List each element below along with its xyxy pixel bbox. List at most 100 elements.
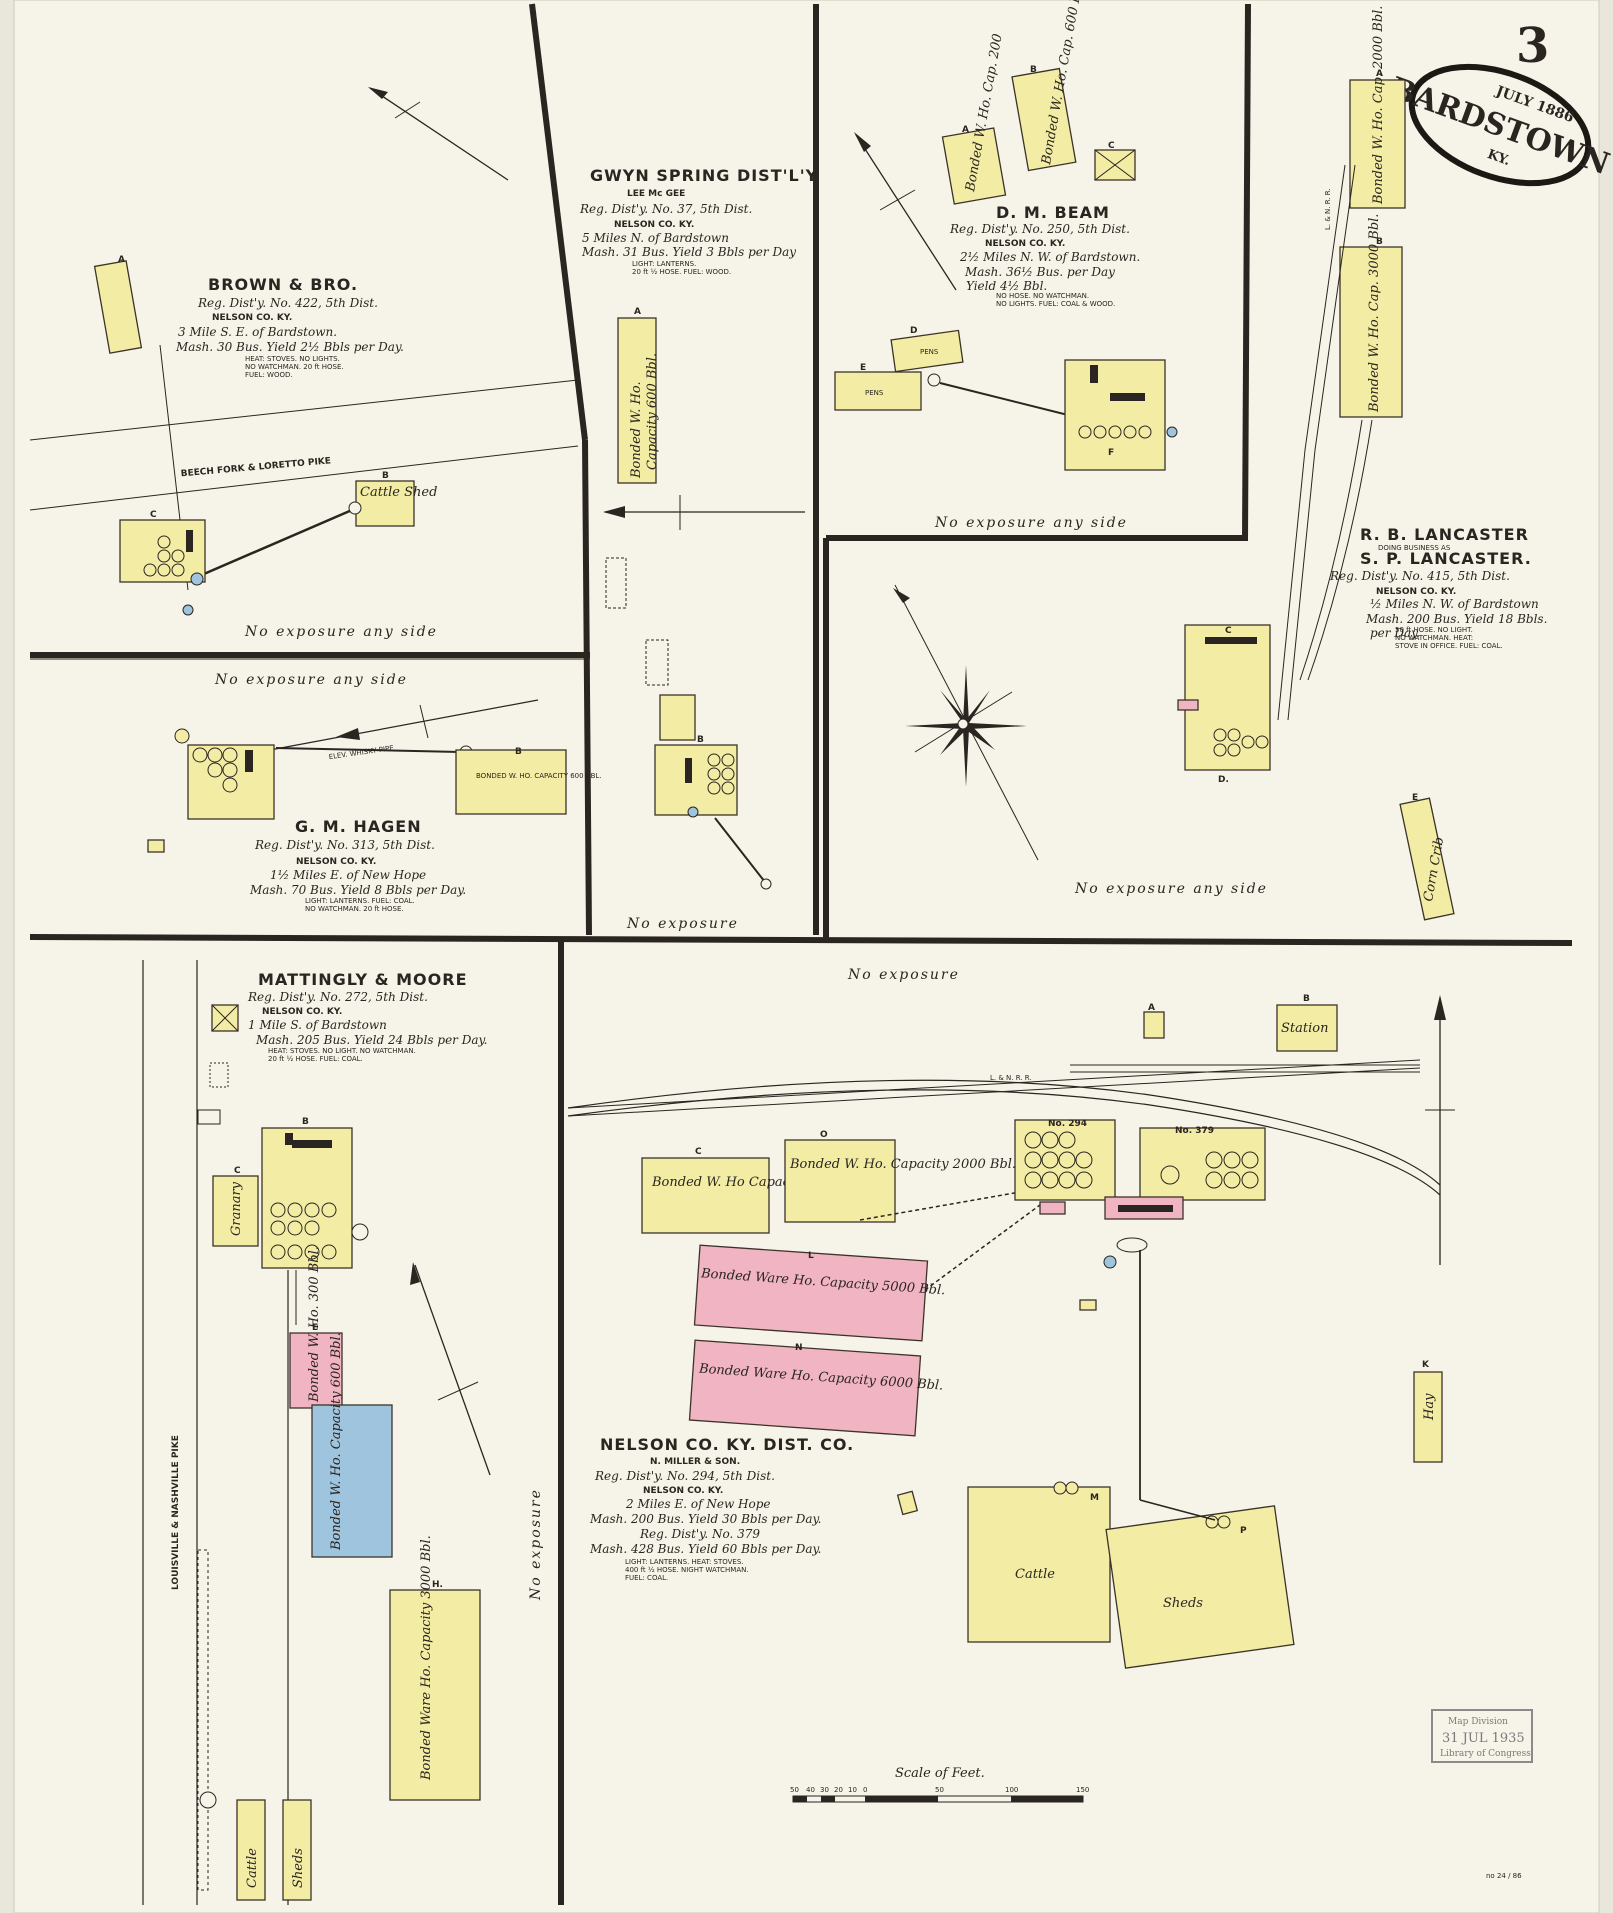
hay-k (1413, 1371, 1443, 1463)
gwyn-line-1: Reg. Dist'y. No. 37, 5th Dist. (579, 202, 752, 216)
svg-text:C: C (234, 1166, 241, 1176)
beam-note-1: NO HOSE. NO WATCHMAN. (996, 292, 1089, 300)
mattingly-warehouse-pink (289, 1332, 343, 1409)
beam-note-2: NO LIGHTS. FUEL: COAL & WOOD. (996, 300, 1115, 308)
svg-text:PENS: PENS (920, 348, 939, 356)
brown-line-2: NELSON CO. KY. (212, 313, 292, 323)
nelson-cattle (967, 1486, 1111, 1643)
paper-background (13, 0, 1600, 1913)
nelson-exposure: No exposure (847, 967, 960, 983)
gwyn-line-2: NELSON CO. KY. (614, 220, 694, 230)
svg-text:Bonded W. Ho. 300 Bbl.: Bonded W. Ho. 300 Bbl. (307, 1246, 322, 1403)
beam-line-1: Reg. Dist'y. No. 250, 5th Dist. (949, 222, 1130, 236)
nelson-railroad: L. & N. R. R. (990, 1074, 1032, 1082)
svg-text:10: 10 (848, 1786, 857, 1794)
north-arrow-mattingly (410, 1262, 491, 1476)
mattingly-warehouse-h (389, 1589, 481, 1801)
svg-text:B: B (302, 1117, 309, 1127)
nelson-line-2: NELSON CO. KY. (643, 1486, 723, 1496)
gwyn-line-4: Mash. 31 Bus. Yield 3 Bbls per Day (581, 245, 796, 259)
brown-note-1: HEAT: STOVES. NO LIGHTS. (245, 355, 340, 363)
mattingly-line-3: 1 Mile S. of Bardstown (248, 1018, 387, 1032)
lancaster-exposure: No exposure any side (1074, 881, 1268, 897)
svg-text:K: K (1422, 1360, 1430, 1370)
svg-text:M: M (1090, 1493, 1099, 1503)
north-arrow (368, 87, 509, 181)
mattingly-note-1: HEAT: STOVES. NO LIGHT. NO WATCHMAN. (268, 1047, 416, 1055)
nelson-line-5: Reg. Dist'y. No. 379 (639, 1527, 760, 1541)
lumber-1 (605, 557, 627, 609)
lancaster-line-2: NELSON CO. KY. (1376, 587, 1456, 597)
lancaster-distillery (1184, 624, 1271, 771)
brown-note-2: NO WATCHMAN. 20 ft HOSE. (245, 363, 344, 371)
svg-text:Cattle: Cattle (245, 1848, 260, 1888)
mattingly-cattle (236, 1799, 266, 1901)
nelson-line-4: Mash. 200 Bus. Yield 30 Bbls per Day. (589, 1512, 822, 1526)
svg-text:C: C (695, 1147, 702, 1157)
gwyn-owner: LEE Mc GEE (627, 189, 685, 199)
mattingly-line-2: NELSON CO. KY. (262, 1007, 342, 1017)
svg-text:No. 294: No. 294 (1048, 1119, 1087, 1129)
panel-gwyn: GWYN SPRING DIST'L'Y LEE Mc GEE Reg. Dis… (579, 166, 817, 932)
station (1276, 1004, 1338, 1052)
svg-text:Bonded W. Ho. Cap. 2000 Bbl.: Bonded W. Ho. Cap. 2000 Bbl. (1371, 6, 1386, 205)
brown-line-3: 3 Mile S. E. of Bardstown. (178, 325, 337, 339)
wh-n (688, 1339, 922, 1437)
svg-text:A: A (1376, 69, 1383, 79)
svg-text:Cattle Shed: Cattle Shed (360, 485, 437, 500)
svg-text:30: 30 (820, 1786, 829, 1794)
panel-mattingly: LOUISVILLE & NASHVILLE PIKE MATTINGLY & … (142, 960, 544, 1905)
svg-text:B: B (515, 747, 522, 757)
svg-text:E: E (1412, 793, 1418, 803)
svg-text:40: 40 (806, 1786, 815, 1794)
svg-text:L: L (808, 1251, 814, 1261)
svg-text:Bonded W. Ho. Cap. 3000 Bbl.: Bonded W. Ho. Cap. 3000 Bbl. (1367, 214, 1382, 413)
compass-rose (893, 584, 1039, 861)
nelson-note-2: 400 ft ½ HOSE. NIGHT WATCHMAN. (625, 1566, 749, 1574)
lancaster-line-3: ½ Miles N. W. of Bardstown (1370, 597, 1539, 611)
lancaster-railroad: L. & N. R. R. (1324, 188, 1332, 230)
library-stamp: Map Division 31 JUL 1935 Library of Cong… (1431, 1709, 1533, 1763)
beam-line-3: 2½ Miles N. W. of Bardstown. (959, 250, 1140, 264)
nelson-line-3: 2 Miles E. of New Hope (625, 1497, 771, 1511)
svg-text:A: A (1148, 1003, 1155, 1013)
mattingly-sheds (282, 1799, 312, 1901)
brown-line-4: Mash. 30 Bus. Yield 2½ Bbls per Day. (175, 340, 404, 354)
lancaster-line-1: Reg. Dist'y. No. 415, 5th Dist. (1329, 569, 1510, 583)
vat-circles (143, 535, 185, 577)
corner-note: no 24 / 86 (1486, 1872, 1522, 1880)
well (182, 604, 194, 616)
beam-line-5: Yield 4½ Bbl. (966, 279, 1047, 293)
lancaster-line-5: per Day. (1370, 626, 1420, 640)
svg-text:20: 20 (834, 1786, 843, 1794)
beam-warehouse-a (941, 127, 1007, 205)
svg-text:PENS: PENS (865, 389, 884, 397)
nelson-note-1: LIGHT: LANTERNS. HEAT: STOVES. (625, 1558, 744, 1566)
gwyn-note-2: 20 ft ½ HOSE. FUEL: WOOD. (632, 268, 731, 276)
svg-text:H.: H. (432, 1580, 443, 1590)
brown-note-3: FUEL: WOOD. (245, 371, 293, 379)
svg-text:F: F (1108, 448, 1114, 458)
gwyn-note-1: LIGHT: LANTERNS. (632, 260, 696, 268)
west-arrow (603, 495, 805, 530)
hagen-note-2: NO WATCHMAN. 20 ft HOSE. (305, 905, 404, 913)
svg-text:Bonded W. Ho.: Bonded W. Ho. (629, 381, 644, 479)
panel-dividers (29, 3, 1573, 1905)
lancaster-note-3: STOVE IN OFFICE. FUEL: COAL. (1395, 642, 1503, 650)
hagen-note-1: LIGHT: LANTERNS. FUEL: COAL. (305, 897, 415, 905)
building-a (93, 260, 143, 354)
svg-text:A: A (634, 307, 641, 317)
beam-title: D. M. BEAM (996, 203, 1110, 222)
stamp-line-1: Map Division (1448, 1717, 1508, 1727)
sheet-number: 3 (1516, 18, 1549, 74)
brown-exposure: No exposure any side (244, 624, 438, 640)
svg-text:Station: Station (1281, 1021, 1328, 1036)
svg-text:Sheds: Sheds (291, 1848, 306, 1888)
corn-crib (1399, 797, 1455, 921)
svg-text:Hay: Hay (1422, 1393, 1437, 1421)
lumber-2 (645, 639, 669, 686)
svg-text:C: C (150, 510, 157, 520)
nelson-line-6: Mash. 428 Bus. Yield 60 Bbls per Day. (589, 1542, 822, 1556)
louisville-pike: LOUISVILLE & NASHVILLE PIKE (171, 1435, 181, 1590)
